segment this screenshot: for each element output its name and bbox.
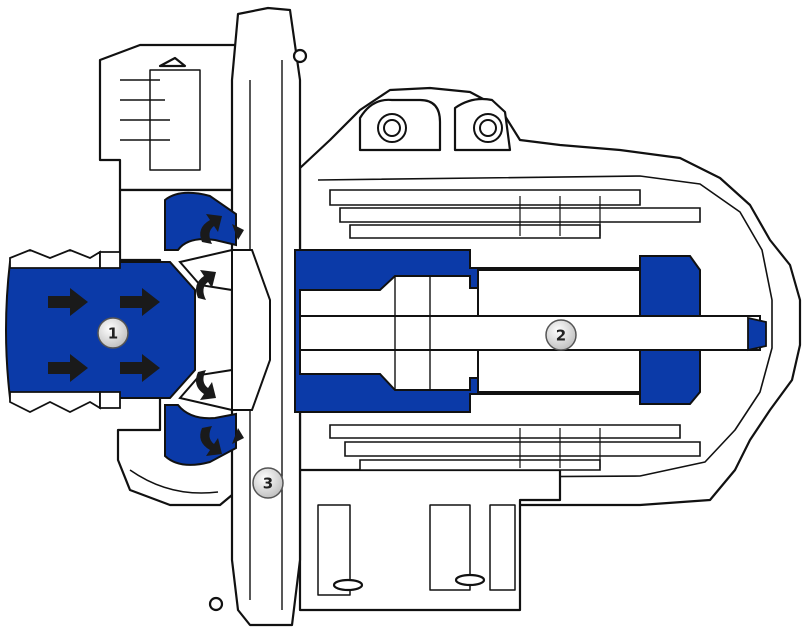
- flow-arrow-icon: [232, 224, 244, 240]
- flow-arrow-icon: [48, 354, 88, 382]
- callout-3-label: 3: [263, 475, 273, 493]
- callout-3: 3: [252, 467, 284, 499]
- flow-arrow-icon: [196, 270, 216, 300]
- flow-arrow-icon: [200, 426, 222, 456]
- flow-arrow-icon: [232, 428, 244, 444]
- inlet-pipe-thread: [9, 249, 121, 414]
- flow-arrow-icon: [200, 214, 222, 244]
- flow-arrow-icon: [120, 288, 160, 316]
- mounting-bracket: [298, 468, 562, 612]
- flow-arrows: [48, 214, 244, 456]
- callout-1: 1: [97, 317, 129, 349]
- flow-arrow-icon: [48, 288, 88, 316]
- stator-windings: [329, 189, 701, 471]
- callout-2: 2: [545, 319, 577, 351]
- mounting-holes: [377, 113, 503, 143]
- callout-1-label: 1: [108, 325, 118, 343]
- flow-arrow-icon: [120, 354, 160, 382]
- flow-arrow-icon: [196, 370, 216, 400]
- callout-2-label: 2: [556, 327, 566, 345]
- shaft-end-cap: [747, 316, 767, 352]
- motor-rotor: [299, 269, 761, 393]
